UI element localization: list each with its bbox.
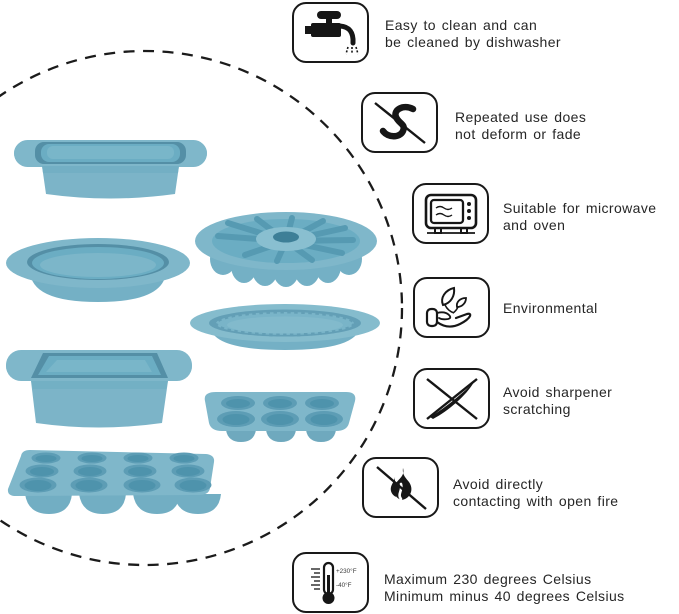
microwave-icon <box>412 183 489 244</box>
no-deform-icon <box>361 92 438 153</box>
no-knife-icon <box>413 368 490 429</box>
square-pan-image <box>5 338 193 435</box>
feature-line: Environmental <box>503 300 598 316</box>
pie-pan-image <box>188 300 383 357</box>
feature-line: Avoid directly <box>453 476 544 492</box>
feature-line: be cleaned by dishwasher <box>385 33 561 50</box>
thermo-min-label: -40°F <box>336 581 352 589</box>
feature-line: Repeated use does <box>455 109 587 125</box>
feature-line: not deform or fade <box>455 125 582 142</box>
feature-line: Suitable for microwave <box>503 200 657 216</box>
loaf-pan-image <box>13 127 208 203</box>
feature-line: Minimum minus 40 degrees Celsius <box>384 587 625 604</box>
thermo-max-label: +230°F <box>336 567 357 575</box>
muffin-pan-6-cup-image <box>200 390 362 446</box>
feature-line: contacting with open fire <box>453 492 619 509</box>
eco-hand-icon <box>413 277 490 338</box>
feature-line: Avoid sharpener <box>503 384 613 400</box>
feature-line: Maximum 230 degrees Celsius <box>384 571 592 587</box>
feature-line: Easy to clean and can <box>385 17 538 33</box>
feature-line: and oven <box>503 216 566 233</box>
round-cake-pan-image <box>4 230 192 310</box>
faucet-icon <box>292 2 369 63</box>
muffin-pan-12-cup-image <box>2 448 222 518</box>
bundt-pan-image <box>193 205 380 289</box>
thermometer-icon: +230°F -40°F <box>292 552 369 613</box>
feature-line: scratching <box>503 400 571 417</box>
no-open-fire-icon <box>362 457 439 518</box>
